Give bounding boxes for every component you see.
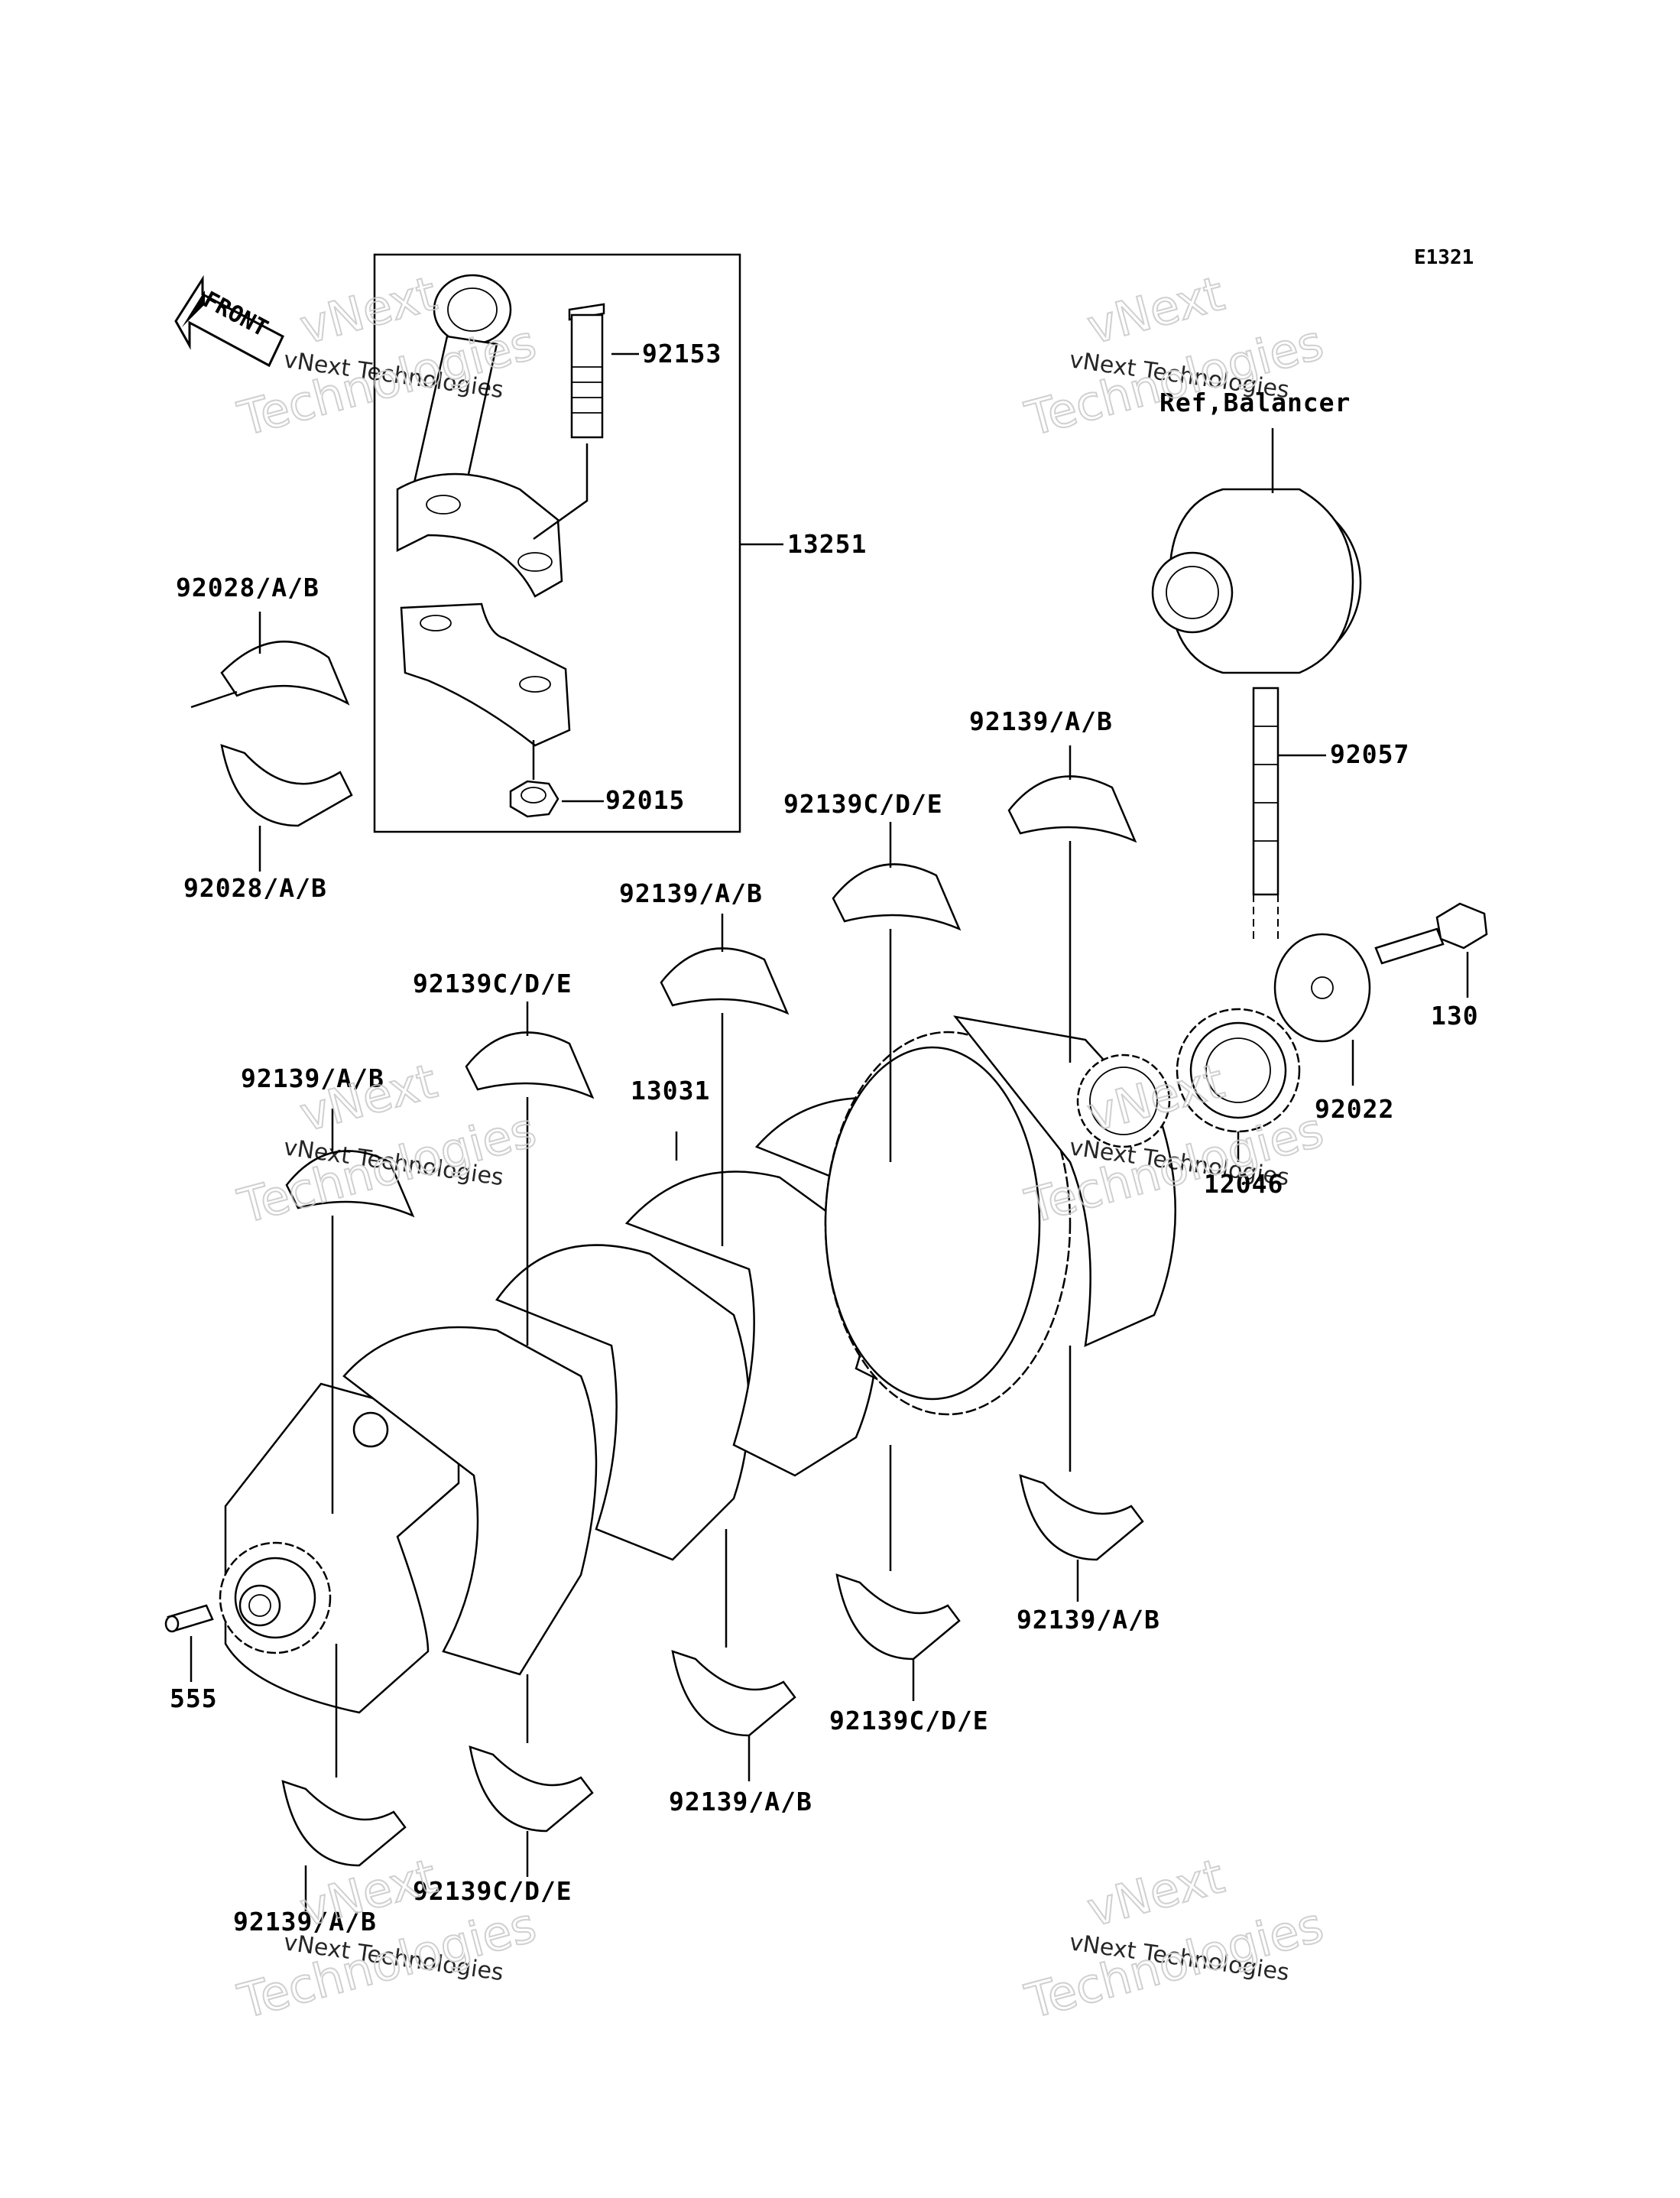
main-bearing-bottom-1 (281, 1644, 407, 1911)
label-12046: 12046 (1204, 1169, 1283, 1199)
label-92015: 92015 (605, 785, 685, 815)
label-92153: 92153 (642, 339, 722, 368)
main-bearing-bottom-2 (469, 1674, 594, 1877)
crankshaft (219, 1015, 1176, 1714)
svg-text:vNext: vNext (294, 265, 443, 355)
connecting-rod-box (373, 253, 741, 833)
main-bearing-top-1 (285, 1109, 415, 1514)
label-92139cde-2: 92139C/D/E (413, 969, 572, 998)
label-92139ab-4: 92139/A/B (1017, 1605, 1160, 1635)
label-92139ab-5: 92139/A/B (669, 1787, 812, 1817)
watermark-top-right: vNext vNext Technologies Technologies (1019, 265, 1330, 448)
label-92139ab-6: 92139/A/B (233, 1907, 377, 1937)
ref-balancer-label: Ref,Balancer (1159, 388, 1351, 417)
rod-bearing-upper (190, 640, 350, 709)
washer-92022 (1273, 933, 1371, 1086)
main-bearing-top-3 (660, 914, 790, 1246)
label-92022: 92022 (1315, 1094, 1394, 1124)
label-92139ab-3: 92139/A/B (241, 1063, 384, 1093)
dowel-pin-555 (164, 1604, 214, 1682)
main-bearing-top-4 (832, 822, 962, 1162)
label-92139cde-3: 92139C/D/E (829, 1706, 989, 1735)
label-13031: 13031 (631, 1076, 710, 1105)
front-arrow-icon: FRONT (174, 274, 284, 368)
rod-bolt (533, 303, 639, 541)
watermark-bottom-left: vNext vNext Technologies Technologies (232, 1847, 543, 2031)
main-bearing-top-2 (465, 1002, 595, 1346)
balancer-chain (1252, 687, 1326, 940)
diagram-code: E1321 (1414, 246, 1474, 269)
gear-12046 (1176, 1008, 1301, 1162)
main-bearing-top-5 (1007, 745, 1137, 1063)
label-13251: 13251 (787, 529, 867, 559)
rod-nut (509, 740, 604, 818)
label-130: 130 (1431, 1001, 1479, 1031)
label-92057: 92057 (1330, 739, 1409, 769)
label-92139cde-1: 92139C/D/E (783, 789, 943, 819)
svg-text:vNext: vNext (1082, 265, 1230, 355)
label-92028-top: 92028/A/B (176, 573, 319, 602)
label-92139ab-2: 92139/A/B (619, 878, 763, 908)
label-92139ab-1: 92139/A/B (969, 706, 1113, 736)
label-555: 555 (170, 1683, 218, 1713)
connecting-rod (396, 274, 563, 598)
rod-bearing-lower (220, 744, 353, 827)
rod-cap (400, 602, 571, 747)
label-92139cde-4: 92139C/D/E (413, 1876, 572, 1906)
main-bearing-bottom-4 (835, 1445, 961, 1701)
balancer-shaft (1151, 428, 1362, 674)
main-bearing-bottom-5 (1019, 1346, 1144, 1602)
main-bearing-bottom-3 (671, 1529, 796, 1781)
svg-text:vNext: vNext (1082, 1848, 1230, 1937)
bolt-130 (1374, 902, 1488, 998)
label-92028-bottom: 92028/A/B (183, 873, 327, 903)
watermark-bottom-right: vNext vNext Technologies Technologies (1019, 1847, 1330, 2031)
